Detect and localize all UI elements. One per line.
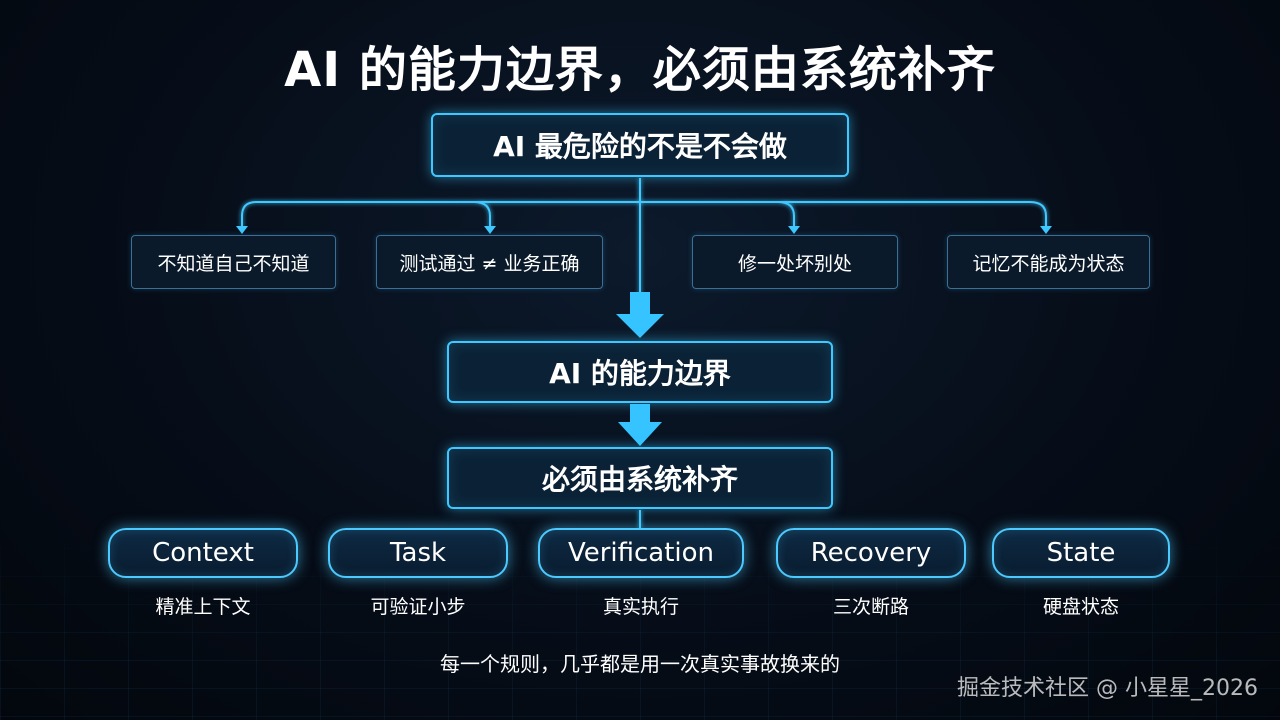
pillar-task: Task xyxy=(328,528,508,578)
branch-drop-3 xyxy=(777,201,795,228)
top-problem-text: AI 最危险的不是不会做 xyxy=(493,130,787,163)
pillar-name-verification: Verification xyxy=(567,538,715,568)
system-fill-text: 必须由系统补齐 xyxy=(541,463,738,496)
arrowhead-3 xyxy=(788,226,800,234)
branch-left-line xyxy=(241,201,1047,228)
pillar-recovery: Recovery xyxy=(776,528,966,578)
problem-box-1: 不知道自己不知道 xyxy=(131,235,336,289)
pillar-name-recovery: Recovery xyxy=(810,538,932,568)
system-fill-box: 必须由系统补齐 xyxy=(447,447,833,509)
pillar-name-task: Task xyxy=(389,538,447,568)
problem-text-3: 修一处坏别处 xyxy=(737,252,852,275)
problem-box-3: 修一处坏别处 xyxy=(692,235,898,289)
capability-boundary-text: AI 的能力边界 xyxy=(549,357,731,390)
pillar-desc-task: 可验证小步 xyxy=(370,596,466,618)
down-arrow-icon xyxy=(618,404,662,446)
problem-text-4: 记忆不能成为状态 xyxy=(972,252,1125,275)
pillar-name-state: State xyxy=(1046,538,1116,568)
pillar-state: State xyxy=(992,528,1170,578)
arrowhead-4 xyxy=(1040,226,1052,234)
pillar-desc-recovery: 三次断路 xyxy=(832,596,909,618)
down-arrow-icon xyxy=(616,292,664,338)
pillar-context: Context xyxy=(108,528,298,578)
pillar-desc-verification: 真实执行 xyxy=(602,596,679,618)
arrowhead-2 xyxy=(484,226,496,234)
problem-text-1: 不知道自己不知道 xyxy=(157,252,310,275)
problem-text-2: 测试通过 ≠ 业务正确 xyxy=(399,252,580,275)
page-title: AI 的能力边界，必须由系统补齐 xyxy=(284,42,996,98)
branch-drop-2 xyxy=(473,201,491,228)
pillar-desc-context: 精准上下文 xyxy=(155,596,251,618)
pillar-name-context: Context xyxy=(152,538,254,568)
pillar-desc-state: 硬盘状态 xyxy=(1042,596,1119,618)
pillar-verification: Verification xyxy=(538,528,744,578)
capability-boundary-box: AI 的能力边界 xyxy=(447,341,833,403)
problem-box-4: 记忆不能成为状态 xyxy=(947,235,1150,289)
problem-box-2: 测试通过 ≠ 业务正确 xyxy=(376,235,603,289)
top-problem-box: AI 最危险的不是不会做 xyxy=(431,113,849,177)
footer-caption: 每一个规则，几乎都是用一次真实事故换来的 xyxy=(440,652,840,676)
arrowhead-1 xyxy=(236,226,248,234)
watermark: 掘金技术社区 @ 小星星_2026 xyxy=(957,676,1258,701)
